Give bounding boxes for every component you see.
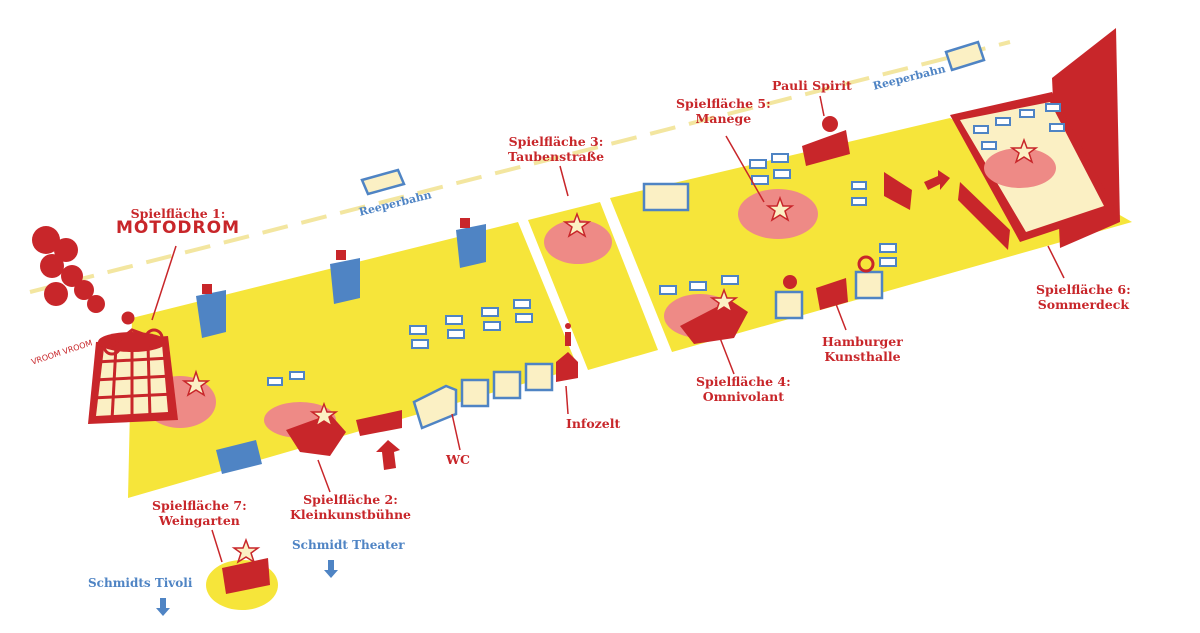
rides xyxy=(196,218,486,474)
infozelt-tent xyxy=(556,352,578,382)
label-spielflaeche-3: Spielfläche 3: Taubenstraße xyxy=(508,134,604,164)
label-pauli-spirit: Pauli Spirit xyxy=(772,78,852,93)
kleinkunst-name: Kleinkunstbühne xyxy=(290,507,412,522)
ground-section-west xyxy=(128,222,578,498)
omnivolant-name: Omnivolant xyxy=(702,389,784,404)
kunsthalle-line-2: Kunsthalle xyxy=(824,349,901,364)
food-stall xyxy=(642,182,690,212)
food-stall xyxy=(492,370,522,400)
label-wc: WC xyxy=(446,452,470,467)
arrow-icon xyxy=(156,560,338,616)
label-spielflaeche-2: Spielfläche 2: Kleinkunstbühne xyxy=(290,492,411,522)
motodrom-title: Spielfläche 1: xyxy=(130,206,226,221)
cocktail-icon xyxy=(330,258,360,304)
sommerdeck-title: Spielfläche 6: xyxy=(1036,282,1131,297)
label-infozelt: Infozelt xyxy=(566,416,621,431)
kunsthalle-tent xyxy=(816,278,848,310)
benches xyxy=(267,103,1065,386)
food-stall xyxy=(774,290,804,320)
smoke-icon xyxy=(32,226,105,313)
omnivolant-title: Spielfläche 4: xyxy=(696,374,791,389)
festival-ground xyxy=(128,118,1132,498)
motorcycle-icon xyxy=(102,311,164,356)
label-schmidt-theater: Schmidt Theater xyxy=(292,538,405,552)
star-icon xyxy=(181,137,1039,564)
wc-booth xyxy=(412,384,458,430)
stalls xyxy=(412,182,884,430)
manege-name: Manege xyxy=(695,111,752,126)
label-kunsthalle: Hamburger Kunsthalle xyxy=(822,334,903,364)
label-schmidts-tivoli: Schmidts Tivoli xyxy=(88,576,193,590)
van-icon xyxy=(944,40,986,72)
arrow-icon xyxy=(376,170,950,470)
motodrom-tower xyxy=(88,332,178,424)
entrance-flag xyxy=(884,172,912,210)
kunsthalle-line-1: Hamburger xyxy=(822,334,903,349)
car-icon xyxy=(360,168,406,196)
sommerdeck-building xyxy=(950,28,1120,250)
label-spielflaeche-7: Spielfläche 7: Weingarten xyxy=(152,498,247,528)
weingarten-title: Spielfläche 7: xyxy=(152,498,247,513)
pointer-lines xyxy=(151,95,1065,563)
pauli-spirit-icon xyxy=(822,116,838,132)
pretzel-icon xyxy=(857,255,875,273)
label-spielflaeche-4: Spielfläche 4: Omnivolant xyxy=(696,374,791,404)
entrance-flag xyxy=(356,410,402,436)
pauli-spirit-tent xyxy=(802,130,850,166)
weingarten-name: Weingarten xyxy=(158,513,240,528)
tauben-title: Spielfläche 3: xyxy=(508,134,604,149)
food-stall xyxy=(854,270,884,300)
info-icon xyxy=(565,323,571,346)
car-icon xyxy=(216,440,262,474)
motodrom-name: MOTODROM xyxy=(116,218,240,238)
label-spielflaeche-6: Spielfläche 6: Sommerdeck xyxy=(1036,282,1131,312)
weingarten-tent xyxy=(222,558,270,594)
tauben-name: Taubenstraße xyxy=(508,149,605,164)
cocktail-icon xyxy=(456,224,486,268)
kleinkunst-title: Spielfläche 2: xyxy=(303,492,398,507)
beer-icon xyxy=(783,275,797,289)
food-stall xyxy=(524,362,554,392)
food-stall xyxy=(460,378,490,408)
street-line xyxy=(29,40,1011,294)
sommerdeck-name: Sommerdeck xyxy=(1037,297,1130,312)
cocktail-icon xyxy=(196,290,226,338)
manege-title: Spielfläche 5: xyxy=(676,96,771,111)
stage-tauben xyxy=(544,220,612,264)
label-spielflaeche-5: Spielfläche 5: Manege xyxy=(676,96,771,126)
label-spielflaeche-1: Spielfläche 1: MOTODROM xyxy=(116,206,240,238)
